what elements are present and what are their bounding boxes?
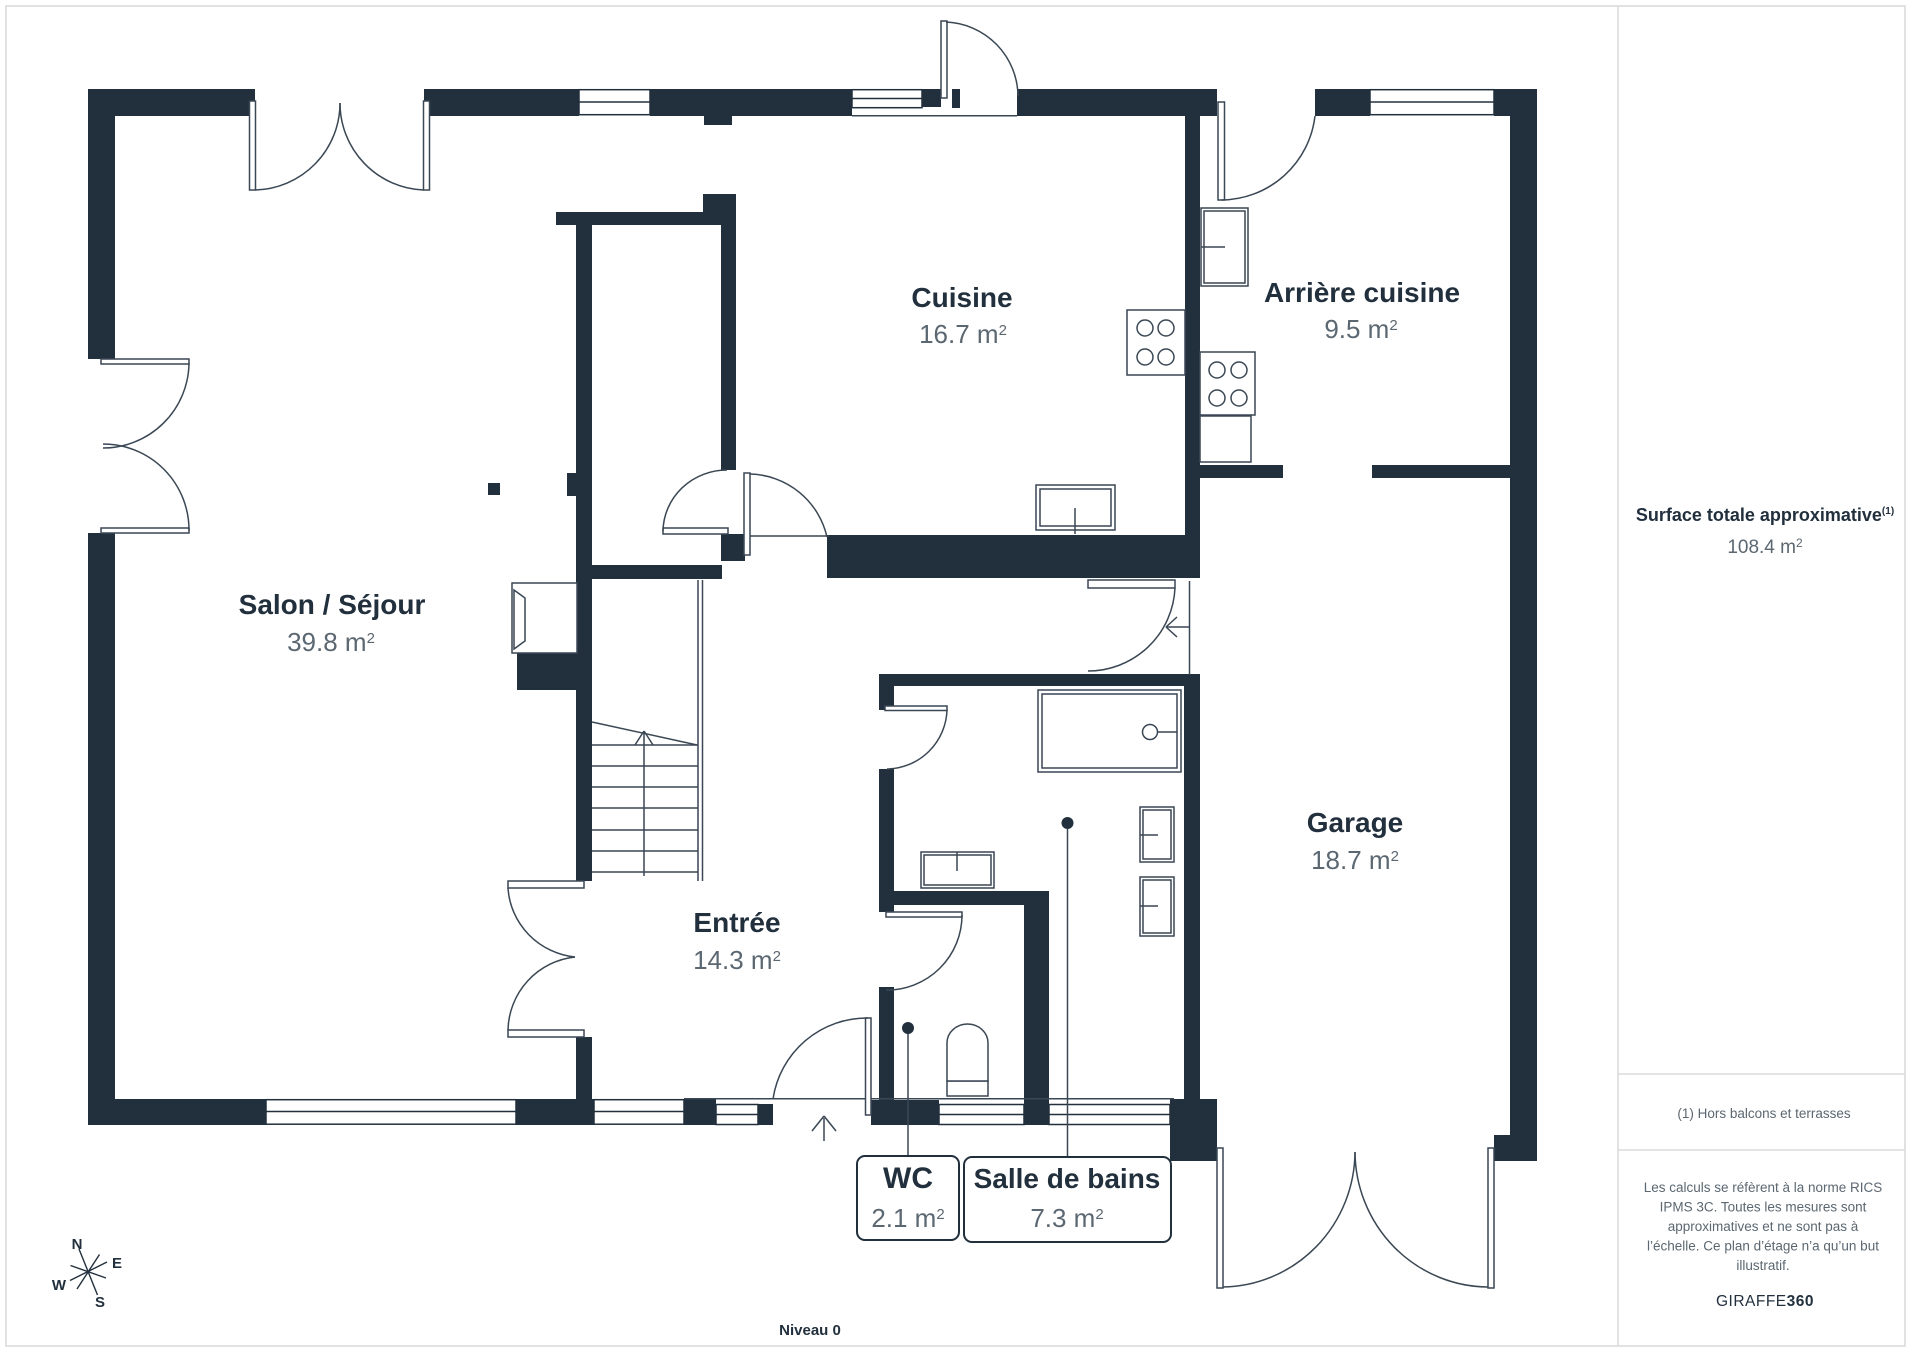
svg-text:l’échelle. Ce plan d’étage n’a: l’échelle. Ce plan d’étage n’a qu’un but — [1647, 1239, 1879, 1254]
svg-text:W: W — [52, 1277, 67, 1294]
svg-text:(1) Hors balcons et terrasses: (1) Hors balcons et terrasses — [1677, 1106, 1851, 1121]
svg-text:Salon / Séjour: Salon / Séjour — [239, 589, 426, 620]
svg-text:16.7 m2: 16.7 m2 — [919, 319, 1007, 349]
svg-text:S: S — [95, 1294, 105, 1311]
svg-text:9.5 m2: 9.5 m2 — [1324, 314, 1397, 344]
svg-text:39.8 m2: 39.8 m2 — [287, 627, 375, 657]
svg-text:E: E — [112, 1255, 122, 1272]
svg-text:Les calculs se réfèrent à la n: Les calculs se réfèrent à la norme RICS — [1644, 1180, 1883, 1195]
svg-text:illustratif.: illustratif. — [1736, 1258, 1789, 1273]
svg-text:14.3 m2: 14.3 m2 — [693, 945, 781, 975]
svg-text:2.1 m2: 2.1 m2 — [871, 1203, 944, 1233]
svg-text:Garage: Garage — [1307, 807, 1404, 838]
svg-text:18.7 m2: 18.7 m2 — [1311, 845, 1399, 875]
svg-text:Arrière cuisine: Arrière cuisine — [1264, 277, 1460, 308]
svg-text:GIRAFFE360: GIRAFFE360 — [1716, 1293, 1814, 1310]
svg-text:IPMS 3C. Toutes les mesures so: IPMS 3C. Toutes les mesures sont — [1660, 1200, 1867, 1215]
svg-text:N: N — [72, 1236, 83, 1253]
svg-text:Niveau 0: Niveau 0 — [779, 1322, 841, 1339]
svg-text:Entrée: Entrée — [693, 907, 780, 938]
svg-text:7.3 m2: 7.3 m2 — [1030, 1203, 1103, 1233]
svg-text:Surface totale approximative(1: Surface totale approximative(1) — [1636, 505, 1894, 525]
svg-text:Cuisine: Cuisine — [911, 282, 1012, 313]
svg-text:Salle de bains: Salle de bains — [974, 1163, 1161, 1194]
svg-text:108.4 m2: 108.4 m2 — [1727, 536, 1803, 558]
svg-text:approximatives et ne sont pas: approximatives et ne sont pas à — [1668, 1219, 1859, 1234]
svg-text:WC: WC — [883, 1162, 933, 1195]
